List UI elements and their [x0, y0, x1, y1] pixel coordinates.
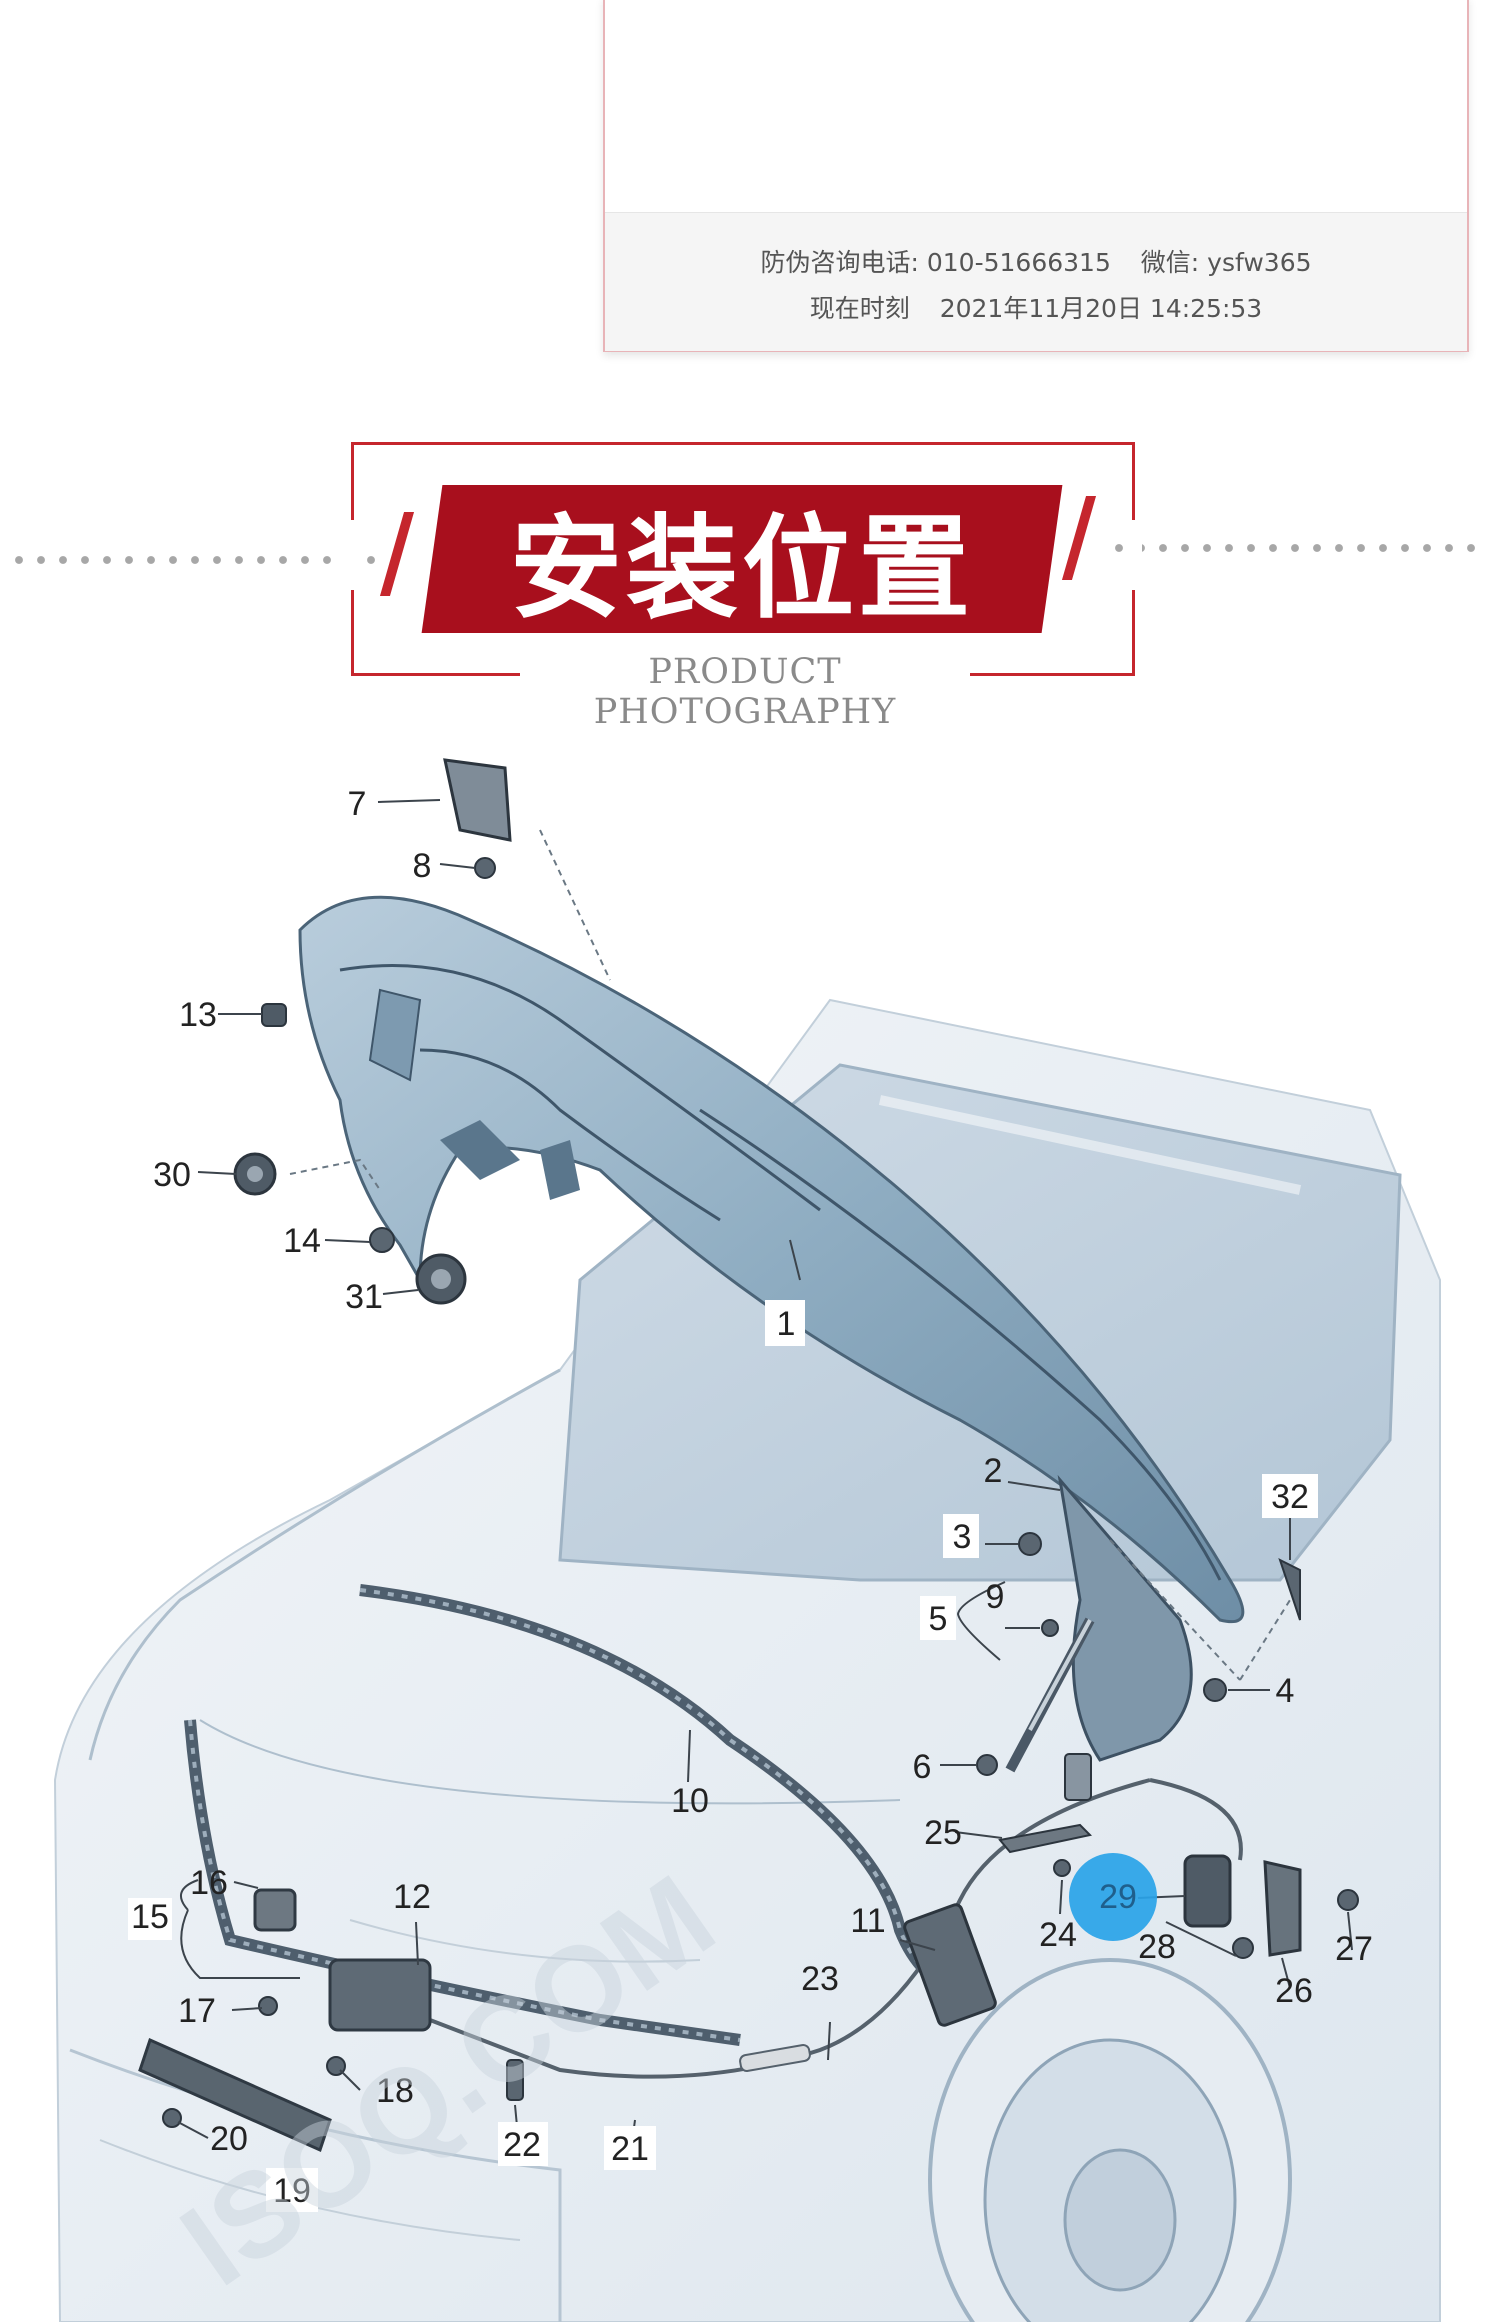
section-title: 安装位置 — [510, 503, 974, 634]
label-6: 6 — [913, 1748, 932, 1786]
label-22: 22 — [503, 2126, 541, 2164]
label-25: 25 — [924, 1814, 962, 1852]
label-13: 13 — [179, 996, 217, 1034]
section-subtitle: PRODUCT PHOTOGRAPHY — [593, 652, 897, 732]
label-20: 20 — [210, 2120, 248, 2158]
label-26: 26 — [1275, 1972, 1313, 2010]
label-23: 23 — [801, 1960, 839, 1998]
label-3: 3 — [953, 1518, 972, 1556]
label-11: 11 — [850, 1902, 885, 1940]
label-12: 12 — [393, 1878, 431, 1916]
label-28: 28 — [1138, 1928, 1176, 1966]
label-9: 9 — [986, 1578, 1005, 1616]
label-21-bg — [604, 2126, 656, 2170]
label-15-bg — [128, 1898, 172, 1940]
gas-strut-rod — [1028, 1619, 1092, 1731]
time-line: 现在时刻 2021年11月20日 14:25:53 — [605, 289, 1467, 325]
cable-sleeve — [739, 2043, 811, 2073]
small-parts — [162, 758, 1359, 2128]
label-8: 8 — [413, 847, 432, 885]
label-14: 14 — [283, 1222, 321, 1260]
hotline-label: 防伪咨询电话: — [760, 248, 919, 277]
label-1: 1 — [777, 1305, 796, 1343]
time-label: 现在时刻 — [809, 294, 910, 323]
label-7: 7 — [348, 785, 367, 823]
label-32-bg — [1262, 1474, 1318, 1518]
card-footer: 防伪咨询电话: 010-51666315 微信: ysfw365 现在时刻 20… — [605, 212, 1467, 351]
label-30: 30 — [153, 1156, 191, 1194]
label-10: 10 — [671, 1782, 709, 1820]
right-dot-divider — [1108, 544, 1478, 552]
dashed-guides — [289, 829, 1291, 1681]
label-22-bg — [498, 2122, 548, 2166]
hood-parts-diagram: 7 8 13 30 14 31 1 2 3 32 9 5 4 6 10 25 2… — [53, 758, 1441, 2322]
time-value: 2021年11月20日 14:25:53 — [939, 294, 1263, 323]
hood-panel — [298, 895, 1245, 1623]
release-cable — [429, 1778, 1243, 2079]
wechat-label: 微信: — [1140, 248, 1200, 277]
hood-lock — [138, 1888, 432, 2153]
wechat-id: ysfw365 — [1207, 248, 1312, 277]
left-dot-divider — [8, 556, 380, 564]
label-5: 5 — [929, 1600, 948, 1638]
label-32: 32 — [1271, 1478, 1309, 1516]
hotline-line: 防伪咨询电话: 010-51666315 微信: ysfw365 — [605, 243, 1467, 279]
label-19-bg — [266, 2168, 318, 2212]
part-labels: 7 8 13 30 14 31 1 2 3 32 9 5 4 6 10 25 2… — [128, 785, 1373, 2212]
label-2: 2 — [984, 1452, 1003, 1490]
label-31: 31 — [345, 1278, 383, 1316]
label-27: 27 — [1335, 1930, 1373, 1968]
label-29: 29 — [1099, 1878, 1137, 1916]
label-19: 19 — [273, 2172, 311, 2210]
label-16: 16 — [190, 1864, 228, 1902]
hotline-number: 010-51666315 — [926, 248, 1111, 277]
label-17: 17 — [178, 1992, 216, 2030]
label-5-bg — [920, 1596, 956, 1640]
windshield-reflection — [878, 1095, 1302, 1195]
anti-counterfeit-card: 防伪咨询电话: 010-51666315 微信: ysfw365 现在时刻 20… — [603, 0, 1469, 352]
label-15: 15 — [131, 1898, 169, 1936]
label-21: 21 — [611, 2130, 649, 2168]
handle-bracket — [1263, 1860, 1302, 1957]
front-seal-strip-texture — [188, 1719, 741, 2042]
label-18: 18 — [376, 2072, 414, 2110]
label-1-bg — [765, 1300, 805, 1346]
label-4: 4 — [1276, 1672, 1295, 1710]
highlight-circle — [1069, 1853, 1157, 1941]
hood-seal-strip-texture — [359, 1588, 961, 1992]
release-handle — [1183, 1854, 1232, 1928]
label-3-bg — [943, 1514, 979, 1558]
label-24: 24 — [1039, 1916, 1077, 1954]
